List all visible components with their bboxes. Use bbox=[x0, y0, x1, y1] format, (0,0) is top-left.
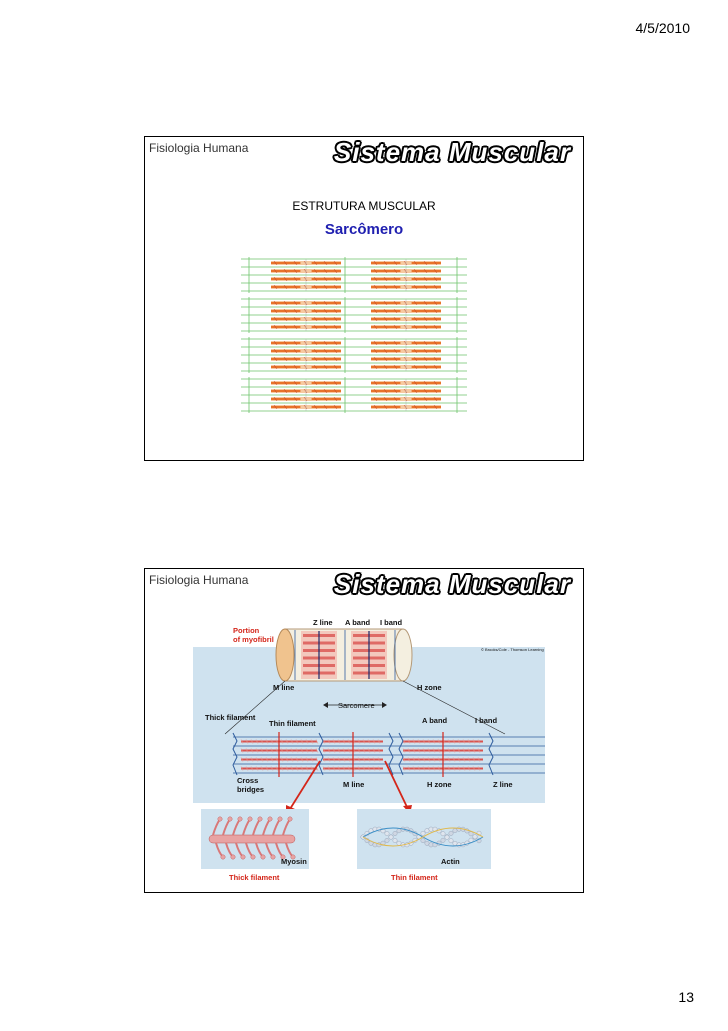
label-h-zone: H zone bbox=[427, 780, 452, 789]
myofibril-figure: Z line A band I band Portion of myofibri… bbox=[193, 618, 545, 882]
label-a-band: A band bbox=[422, 716, 448, 725]
label-actin: Actin bbox=[441, 857, 460, 866]
red-arrow bbox=[289, 760, 321, 810]
label-cross: Cross bbox=[237, 776, 258, 785]
red-arrow bbox=[384, 760, 408, 808]
slide-sarcomere: Fisiologia Humana Sistema Muscular ESTRU… bbox=[144, 136, 584, 461]
course-title: Fisiologia Humana bbox=[149, 573, 249, 587]
label-a-band-top: A band bbox=[345, 618, 371, 627]
course-title: Fisiologia Humana bbox=[149, 141, 249, 155]
zoom-line bbox=[224, 680, 286, 735]
actin-filament bbox=[360, 826, 484, 848]
label-i-band-top: I band bbox=[380, 618, 403, 627]
page-number: 13 bbox=[678, 989, 694, 1005]
myofibril-cylinder bbox=[275, 628, 413, 682]
caption-thin-filament: Thin filament bbox=[391, 873, 438, 882]
label-myosin: Myosin bbox=[281, 857, 307, 866]
caption-thick-filament: Thick filament bbox=[229, 873, 280, 882]
zoom-line bbox=[402, 680, 506, 735]
page-date: 4/5/2010 bbox=[635, 20, 691, 36]
filament-lattice bbox=[232, 732, 545, 777]
slide-myofibril: Fisiologia Humana Sistema Muscular bbox=[144, 568, 584, 893]
copyright-notice: © Brooks/Cole - Thomson Learning bbox=[481, 647, 544, 652]
slide-heading: ESTRUTURA MUSCULAR bbox=[292, 199, 436, 213]
label-m-line: M line bbox=[343, 780, 364, 789]
sarcomere-micrograph bbox=[241, 257, 467, 413]
label-of-myofibril: of myofibril bbox=[233, 635, 274, 644]
label-thin-filament: Thin filament bbox=[269, 719, 316, 728]
banner-title: Sistema Muscular bbox=[333, 137, 571, 167]
label-h-zone-top: H zone bbox=[417, 683, 442, 692]
banner-title: Sistema Muscular bbox=[333, 569, 571, 599]
label-bridges: bridges bbox=[237, 785, 264, 794]
label-portion: Portion bbox=[233, 626, 260, 635]
label-z-line: Z line bbox=[493, 780, 513, 789]
myosin-molecule bbox=[208, 816, 296, 860]
slide-subheading: Sarcômero bbox=[324, 221, 404, 238]
label-sarcomere: Sarcomere bbox=[338, 701, 375, 710]
label-z-line-top: Z line bbox=[313, 618, 333, 627]
label-m-line-top: M line bbox=[273, 683, 294, 692]
label-i-band: I band bbox=[475, 716, 498, 725]
label-thick-filament: Thick filament bbox=[205, 713, 256, 722]
